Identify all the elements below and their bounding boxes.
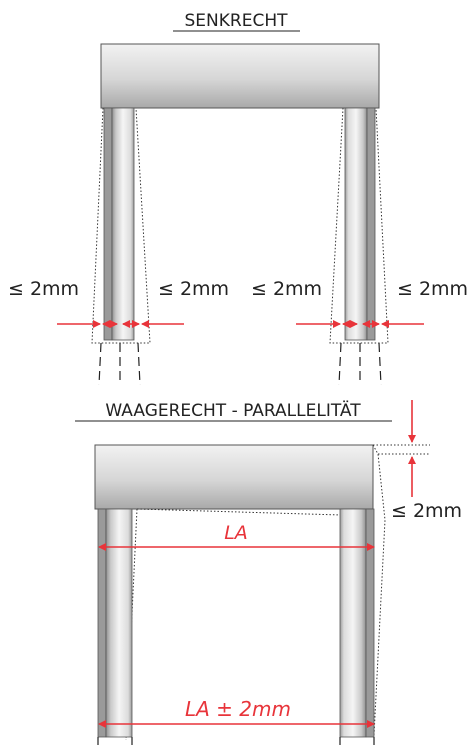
width-dimension-arrows bbox=[98, 543, 375, 728]
door-head-frame bbox=[100, 43, 380, 109]
left-post bbox=[103, 107, 135, 341]
tolerance-label-right-inner: ≤ 2mm bbox=[251, 278, 322, 300]
tolerance-label-head-tilt: ≤ 2mm bbox=[391, 500, 462, 522]
measure-label-bottom: LA ± 2mm bbox=[185, 697, 291, 721]
vertical-section: SENKRECHT bbox=[8, 11, 468, 386]
right-post bbox=[344, 107, 376, 341]
door-head-frame-2 bbox=[94, 444, 374, 510]
vertical-tolerance-envelope bbox=[91, 107, 389, 344]
vertical-section-title: SENKRECHT bbox=[185, 11, 289, 31]
vertical-center-lines bbox=[98, 342, 382, 386]
horizontal-post-bottoms bbox=[97, 737, 375, 745]
measure-label-top: LA bbox=[224, 522, 248, 544]
horizontal-section-title: WAAGERECHT - PARALLELITÄT bbox=[105, 400, 361, 421]
horizontal-section: WAAGERECHT - PARALLELITÄT bbox=[75, 400, 462, 745]
tolerance-label-right-outer: ≤ 2mm bbox=[397, 278, 468, 300]
tolerance-label-left-outer: ≤ 2mm bbox=[8, 278, 79, 300]
tolerance-label-left-inner: ≤ 2mm bbox=[158, 278, 229, 300]
left-post-2 bbox=[97, 508, 133, 738]
right-post-2 bbox=[339, 508, 375, 738]
